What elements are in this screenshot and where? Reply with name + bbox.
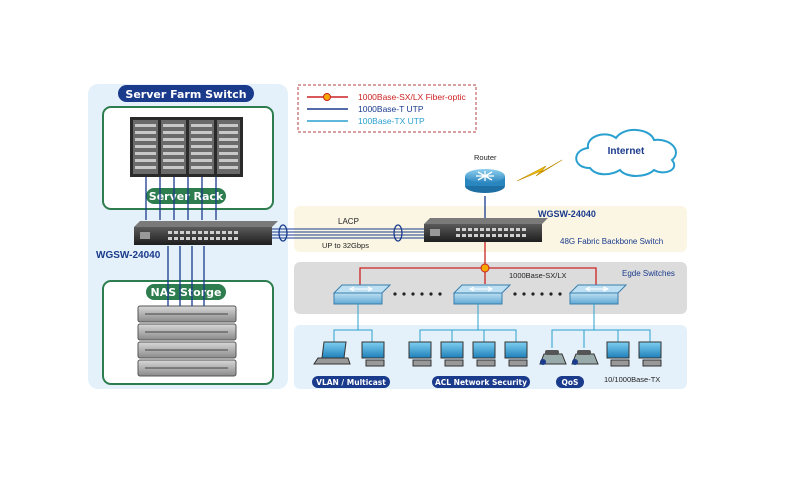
desktop-icon-1: [361, 341, 385, 367]
edge-link-label: 1000Base-SX/LX: [509, 271, 567, 280]
server-farm-title-pill: Server Farm Switch: [118, 85, 254, 102]
internet-label: Internet: [608, 146, 645, 157]
desktop-icon-5: [504, 341, 528, 367]
edge-title: Egde Switches: [622, 269, 675, 278]
fiber-links: [359, 242, 597, 285]
acl-label: ACL Network Security: [435, 378, 527, 387]
legend-fiber-marker: [323, 93, 331, 101]
legend-fiber-text: 1000Base-SX/LX Fiber-optic: [358, 92, 466, 102]
vlan-label: VLAN / Multicast: [316, 378, 386, 387]
lacp-speed-label: UP to 32Gbps: [322, 241, 369, 250]
ip-phone-icon-2: [571, 350, 599, 365]
edge-switch-right: [568, 284, 628, 305]
lacp-label: LACP: [338, 217, 359, 226]
fiber-junction-marker: [480, 263, 490, 273]
desktop-icon-3: [440, 341, 464, 367]
server-rack-label: Server Rack: [149, 190, 224, 203]
legend-utp100-text: 100Base-TX UTP: [358, 116, 425, 126]
lacp-ring-left: [278, 224, 288, 242]
server-farm-switch: [134, 221, 278, 245]
wan-link-lightning-icon: [516, 159, 563, 182]
legend: 1000Base-SX/LX Fiber-optic 1000Base-T UT…: [297, 84, 477, 133]
nas-storage-image: [137, 305, 237, 377]
server-rack-pill: Server Rack: [146, 188, 226, 204]
router-icon: [465, 169, 505, 193]
desktop-icon-4: [472, 341, 496, 367]
qos-label: QoS: [562, 378, 579, 387]
nas-label: NAS Storge: [151, 286, 222, 299]
desktop-icon-7: [638, 341, 662, 367]
server-farm-title: Server Farm Switch: [125, 88, 246, 101]
client-links: [333, 304, 651, 348]
desktop-icon-2: [408, 341, 432, 367]
backbone-switch-label: WGSW-24040: [538, 209, 596, 219]
laptop-icon: [313, 341, 351, 365]
server-farm-switch-label: WGSW-24040: [96, 250, 161, 261]
ip-phone-icon-1: [539, 350, 567, 365]
nas-pill: NAS Storge: [146, 284, 226, 300]
server-rack-image: [130, 117, 243, 177]
server-links: [145, 177, 217, 306]
edge-switch-center: [452, 284, 512, 305]
vlan-pill: VLAN / Multicast: [312, 376, 390, 388]
edge-switch-left: [332, 284, 392, 305]
edge-stack-dots: [393, 292, 562, 296]
lacp-ring-right: [393, 224, 403, 242]
server-farm-panel: Server Farm Switch Server Rack NAS St: [88, 84, 288, 389]
qos-pill: QoS: [556, 376, 584, 388]
backbone-switch: [424, 218, 548, 242]
legend-utp1000-text: 1000Base-T UTP: [358, 104, 424, 114]
backbone-switch-desc: 48G Fabric Backbone Switch: [560, 237, 663, 246]
internet-cloud-icon: [575, 129, 677, 177]
router-label: Router: [474, 153, 497, 162]
acl-pill: ACL Network Security: [432, 376, 530, 388]
desktop-icon-6: [606, 341, 630, 367]
client-speed-label: 10/1000Base-TX: [604, 375, 660, 384]
lacp-link-bundle: [272, 228, 424, 239]
